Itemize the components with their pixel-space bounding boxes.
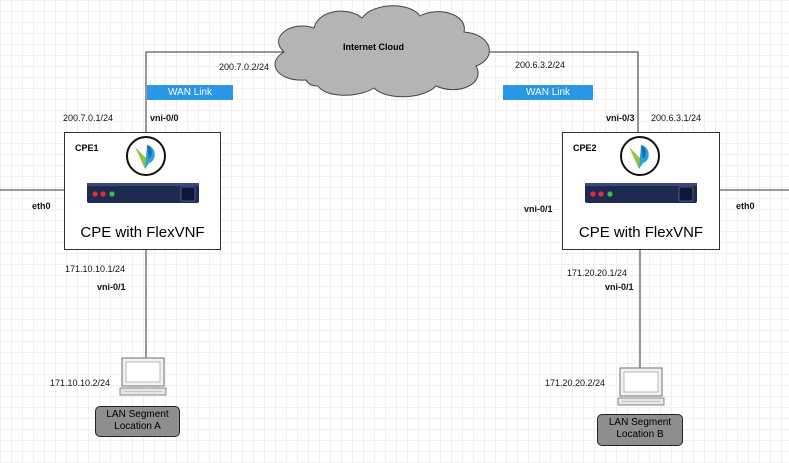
cpe2-lan-iface: vni-0/1: [605, 282, 634, 292]
lan-segment-b[interactable]: LAN Segment Location B: [597, 414, 683, 446]
lan-b-line1: LAN Segment: [608, 417, 672, 428]
lan-a-line2: Location A: [114, 421, 161, 432]
cpe2-device[interactable]: CPE2 CPE with FlexVNF: [562, 132, 720, 250]
wire-cpe1-cloud: [145, 51, 290, 132]
wire-cpe2-cloud: [480, 51, 639, 132]
cloud-left-ip: 200.7.0.2/24: [219, 62, 270, 72]
cpe2-side-iface: vni-0/1: [524, 204, 553, 214]
cpe2-eth-label: eth0: [736, 201, 755, 211]
cpe1-device[interactable]: CPE1 CPE with FlexVNF: [64, 132, 221, 250]
cpe1-subtitle: CPE with FlexVNF: [80, 224, 205, 241]
cpe2-wan-iface: vni-0/3: [606, 113, 635, 123]
cloud-right-ip: 200.6.3.2/24: [515, 60, 566, 70]
router-icon: [87, 183, 199, 203]
cpe2-subtitle: CPE with FlexVNF: [578, 224, 704, 241]
cpe2-lan-ip: 171.20.20.1/24: [567, 268, 628, 278]
internet-cloud-icon: [274, 5, 490, 98]
cpe2-title: CPE2: [573, 143, 597, 153]
lan-b-host-ip: 171.20.20.2/24: [545, 378, 606, 388]
computer-icon: [119, 357, 167, 396]
cpe1-lan-ip: 171.10.10.1/24: [65, 264, 126, 274]
computer-icon: [617, 367, 665, 406]
cpe1-title: CPE1: [75, 143, 99, 153]
wan-link-badge-left: WAN Link: [147, 85, 233, 100]
flexvnf-logo-icon: [620, 136, 660, 176]
router-icon: [585, 183, 697, 203]
cloud-label: Internet Cloud: [343, 42, 404, 52]
cpe1-eth-label: eth0: [32, 201, 51, 211]
lan-a-line1: LAN Segment: [106, 409, 169, 420]
lan-b-line2: Location B: [616, 429, 664, 440]
cpe1-lan-iface: vni-0/1: [97, 282, 126, 292]
lan-segment-a[interactable]: LAN Segment Location A: [95, 406, 180, 437]
wan-link-badge-right: WAN Link: [503, 85, 593, 100]
flexvnf-logo-icon: [126, 136, 166, 176]
cpe2-wan-ip: 200.6.3.1/24: [651, 113, 702, 123]
cpe1-wan-iface: vni-0/0: [150, 113, 179, 123]
cpe1-wan-ip: 200.7.0.1/24: [63, 113, 114, 123]
lan-a-host-ip: 171.10.10.2/24: [50, 378, 111, 388]
